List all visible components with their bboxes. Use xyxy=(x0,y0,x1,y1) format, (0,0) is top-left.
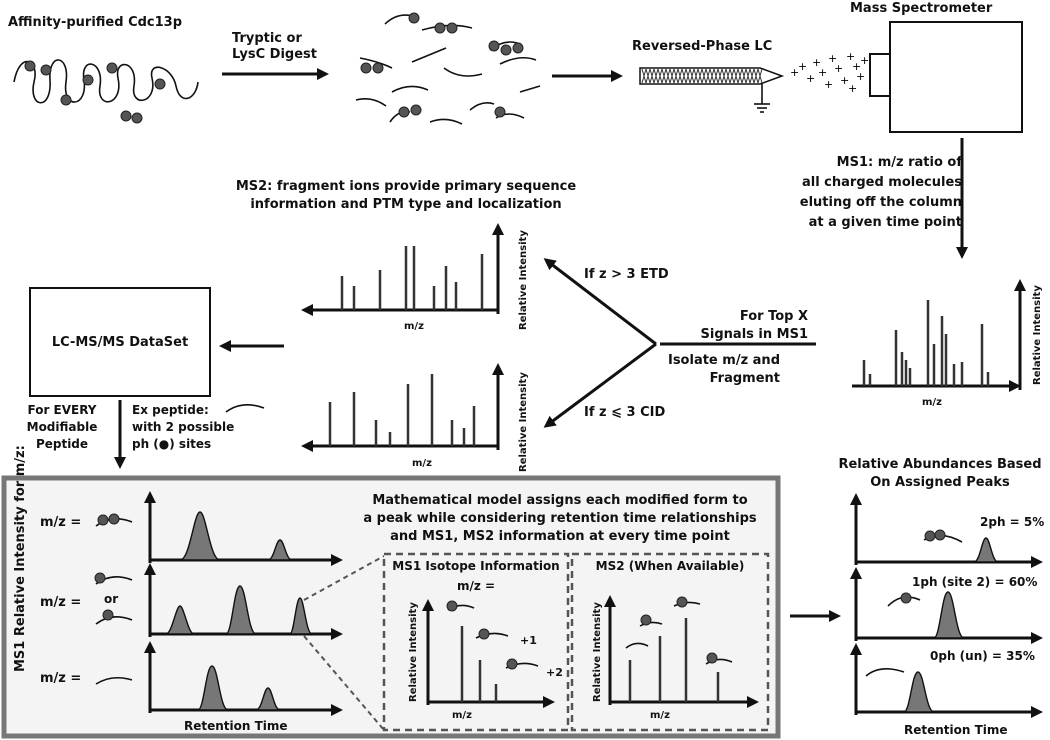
svg-text:0ph (un) = 35%: 0ph (un) = 35% xyxy=(930,649,1035,663)
svg-text:+2: +2 xyxy=(546,666,563,679)
row2-peptide-icons: or xyxy=(94,572,133,625)
mass-spectrometer-box xyxy=(889,21,1023,133)
svg-text:at a given time point: at a given time point xyxy=(809,215,962,230)
ion-plus: + xyxy=(790,66,799,79)
ms1-rel-int-label: MS1 Relative Intensity for m/z: xyxy=(13,445,28,672)
ms1-spectrum: m/z Relative Intensity xyxy=(852,279,1043,408)
ion-plus: + xyxy=(812,56,821,69)
svg-text:m/z: m/z xyxy=(404,321,424,332)
ms2-available-title: MS2 (When Available) xyxy=(596,559,745,573)
for-every-3: Peptide xyxy=(36,437,88,451)
ion-plus: + xyxy=(846,50,855,63)
row1-peptide-icon xyxy=(95,513,133,527)
ms2-available-spectrum: m/z Relative Intensity xyxy=(592,595,759,721)
isotope-spectrum: +1 +2 m/z Relative Intensity xyxy=(408,599,563,721)
cid-arrow xyxy=(543,342,657,428)
result-1ph: 1ph (site 2) = 60% xyxy=(850,567,1043,644)
isolate-label-1: Isolate m/z and xyxy=(668,353,780,368)
model-desc-2: a peak while considering retention time … xyxy=(363,511,757,526)
ion-plus: + xyxy=(848,82,857,95)
ms2-desc-1: MS2: fragment ions provide primary seque… xyxy=(236,179,577,194)
svg-text:all charged molecules: all charged molecules xyxy=(802,175,962,190)
chromatogram-row2 xyxy=(144,563,343,640)
row3-peptide-icon xyxy=(95,676,133,685)
zoom-line-top xyxy=(303,555,385,601)
zoom-line-bottom xyxy=(303,635,385,731)
ms2-desc-2: information and PTM type and localizatio… xyxy=(250,197,561,212)
ex-peptide-2: with 2 possible xyxy=(132,420,234,434)
ion-plus: + xyxy=(840,74,849,87)
svg-text:Relative Intensity: Relative Intensity xyxy=(592,602,603,702)
protein-coil xyxy=(13,59,199,124)
digest-label-2: LysC Digest xyxy=(232,47,317,62)
mz-row3: m/z = xyxy=(40,671,81,686)
rplc-label: Reversed-Phase LC xyxy=(632,39,772,54)
for-every-1: For EVERY xyxy=(27,403,96,417)
cid-spectrum: m/z Relative Intensity xyxy=(301,363,529,472)
ion-plus: + xyxy=(806,72,815,85)
top-x-label-2: Signals in MS1 xyxy=(701,327,808,342)
ion-plus: + xyxy=(834,62,843,75)
result-0ph: 0ph (un) = 35% xyxy=(850,643,1043,718)
ms-inlet xyxy=(869,53,891,97)
ion-plus: + xyxy=(798,60,807,73)
affinity-label: Affinity-purified Cdc13p xyxy=(8,15,182,30)
isotope-title: MS1 Isotope Information xyxy=(392,559,559,573)
retention-time-right: Retention Time xyxy=(904,723,1008,737)
svg-text:Relative Intensity: Relative Intensity xyxy=(518,372,529,472)
cid-label: If z ⩽ 3 CID xyxy=(584,405,665,420)
ion-plus: + xyxy=(818,66,827,79)
svg-text:MS1: m/z ratio of: MS1: m/z ratio of xyxy=(837,155,963,170)
ion-plus: + xyxy=(828,52,837,65)
chromatogram-row3 xyxy=(144,641,343,716)
svg-text:m/z: m/z xyxy=(922,397,942,408)
etd-label: If z > 3 ETD xyxy=(584,267,669,282)
ion-plus: + xyxy=(852,60,861,73)
lc-column xyxy=(639,67,785,113)
svg-text:m/z: m/z xyxy=(650,710,670,721)
for-every-2: Modifiable xyxy=(27,420,98,434)
svg-text:m/z: m/z xyxy=(452,710,472,721)
model-desc-3: and MS1, MS2 information at every time p… xyxy=(390,529,730,544)
ms1-description: MS1: m/z ratio of all charged molecules … xyxy=(800,155,963,230)
svg-text:eluting off the column: eluting off the column xyxy=(800,195,962,210)
dataset-box xyxy=(29,287,211,397)
svg-text:1ph (site 2) = 60%: 1ph (site 2) = 60% xyxy=(912,575,1037,589)
svg-text:m/z: m/z xyxy=(412,458,432,469)
svg-text:Relative Intensity: Relative Intensity xyxy=(518,230,529,330)
ex-peptide-icon xyxy=(225,404,265,413)
svg-text:or: or xyxy=(104,592,118,606)
abund-title-2: On Assigned Peaks xyxy=(870,475,1010,490)
isolate-label-2: Fragment xyxy=(710,371,780,386)
ion-plus: + xyxy=(824,78,833,91)
top-x-label-1: For Top X xyxy=(740,309,808,324)
ion-plus: + xyxy=(856,70,865,83)
ion-plus: + xyxy=(860,54,869,67)
peptide-fragments xyxy=(355,12,541,125)
svg-text:2ph = 5%: 2ph = 5% xyxy=(980,515,1044,529)
mz-row2: m/z = xyxy=(40,595,81,610)
svg-text:+1: +1 xyxy=(520,634,537,647)
isotope-mz: m/z = xyxy=(457,579,495,593)
etd-spectrum: m/z Relative Intensity xyxy=(301,223,529,332)
ex-peptide-3: ph (●) sites xyxy=(132,437,211,451)
dataset-label: LC-MS/MS DataSet xyxy=(52,335,188,350)
abund-title-1: Relative Abundances Based xyxy=(838,457,1041,472)
chromatogram-row1 xyxy=(144,491,343,566)
ex-peptide-1: Ex peptide: xyxy=(132,403,209,417)
digest-label-1: Tryptic or xyxy=(232,31,302,46)
svg-text:Relative Intensity: Relative Intensity xyxy=(1032,285,1043,385)
mass-spec-label: Mass Spectrometer xyxy=(850,1,993,16)
retention-time-left: Retention Time xyxy=(184,719,288,733)
svg-text:Relative Intensity: Relative Intensity xyxy=(408,602,419,702)
mz-row1: m/z = xyxy=(40,515,81,530)
ion-spray: ++++++++++++++ xyxy=(790,50,869,95)
model-desc-1: Mathematical model assigns each modified… xyxy=(372,493,747,508)
etd-arrow xyxy=(543,258,657,346)
result-2ph: 2ph = 5% xyxy=(850,493,1044,568)
